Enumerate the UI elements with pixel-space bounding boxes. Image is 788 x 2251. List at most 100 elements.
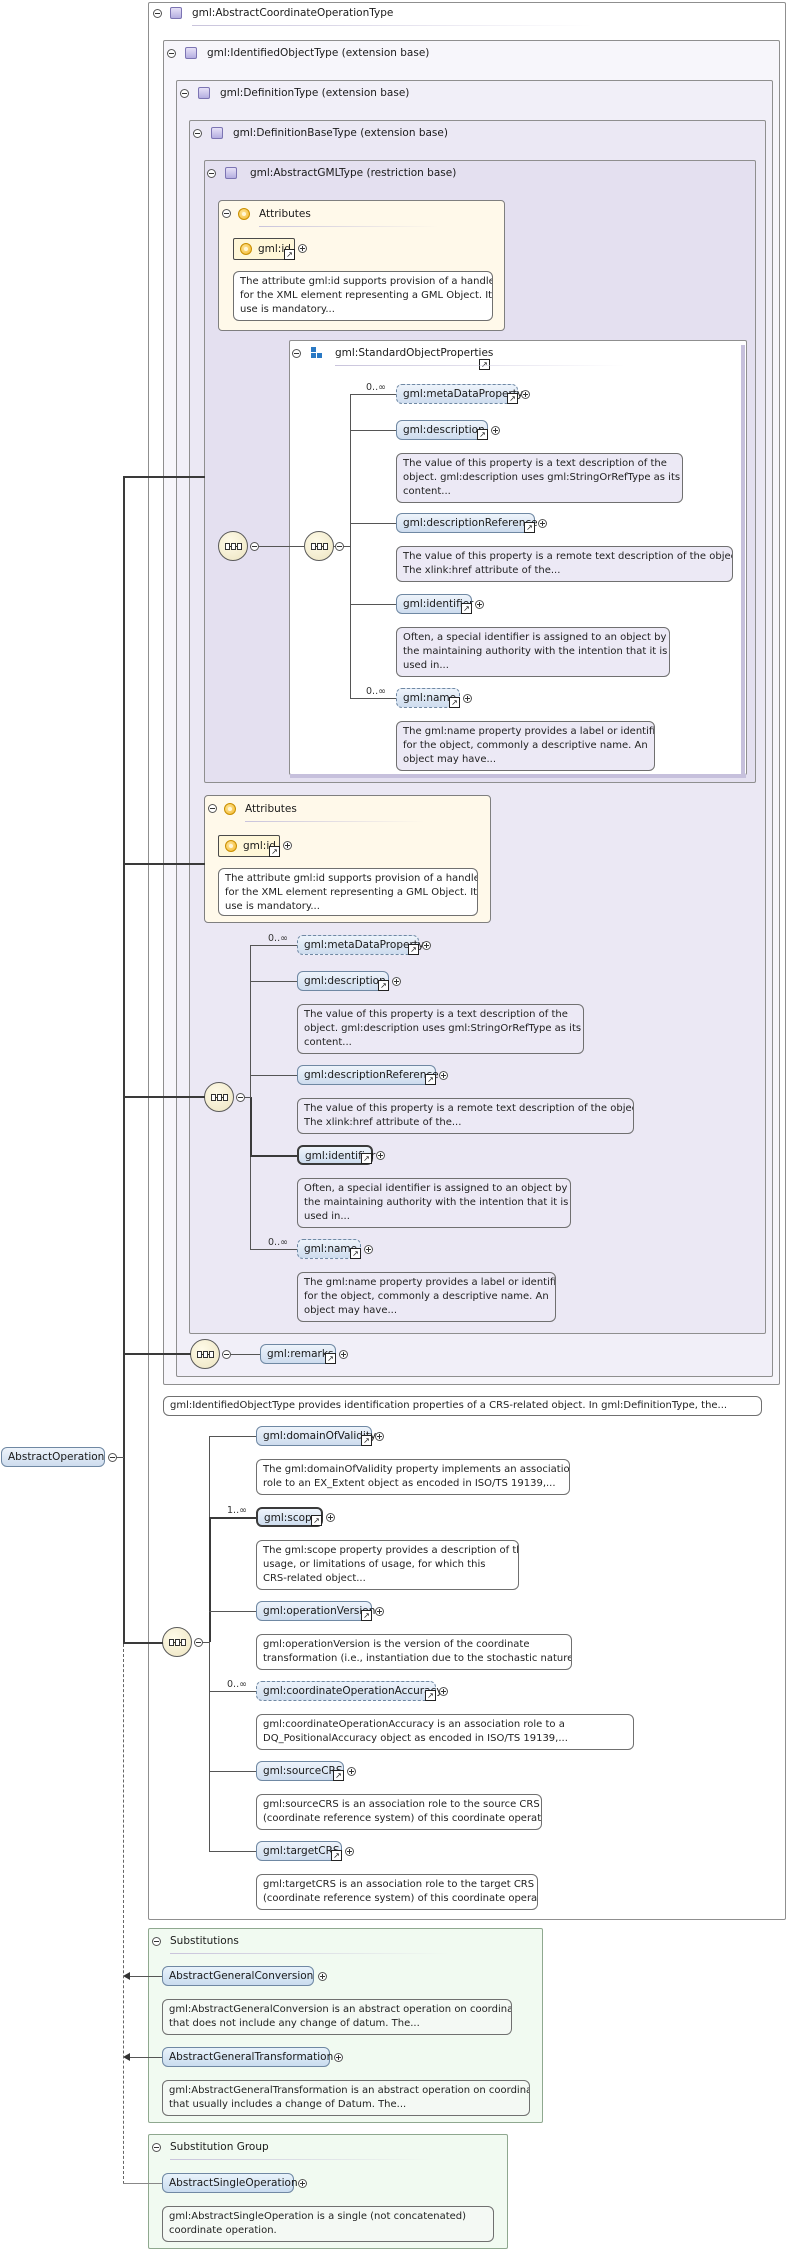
occurrence-label: 0..∞ <box>268 1237 288 1248</box>
expand-icon[interactable] <box>439 1071 448 1080</box>
element-doc: The gml:domainOfValidity property implem… <box>256 1459 570 1495</box>
element-operation-version[interactable]: gml:operationVersion <box>256 1601 375 1621</box>
type-icon <box>198 87 210 99</box>
collapse-icon[interactable] <box>222 209 231 218</box>
element-name[interactable]: gml:name <box>297 1239 361 1259</box>
pane-title: gml:IdentifiedObjectType (extension base… <box>207 47 430 59</box>
expand-icon[interactable] <box>318 1972 327 1981</box>
expand-icon[interactable] <box>491 426 500 435</box>
expand-icon[interactable] <box>283 841 292 850</box>
collapse-icon[interactable] <box>292 349 301 358</box>
expand-icon[interactable] <box>298 2179 307 2188</box>
pane-title: gml:AbstractCoordinateOperationType <box>192 7 394 19</box>
element-source-crs[interactable]: gml:sourceCRS <box>256 1761 344 1781</box>
sequence-icon[interactable] <box>190 1339 220 1369</box>
element-domain-of-validity[interactable]: gml:domainOfValidity <box>256 1426 376 1446</box>
expand-icon[interactable] <box>326 1513 335 1522</box>
collapse-icon[interactable] <box>108 1453 117 1462</box>
element-description[interactable]: gml:description <box>396 420 488 440</box>
arrow-icon <box>123 1972 130 1980</box>
collapse-icon[interactable] <box>193 129 202 138</box>
collapse-icon[interactable] <box>222 1350 231 1359</box>
attribute-gml-id[interactable]: gml:id <box>218 835 280 857</box>
expand-icon[interactable] <box>345 1847 354 1856</box>
element-doc: gml:sourceCRS is an association role to … <box>256 1794 542 1830</box>
expand-icon[interactable] <box>538 519 547 528</box>
sequence-icon[interactable] <box>218 531 248 561</box>
occurrence-label: 0..∞ <box>227 1679 247 1690</box>
expand-icon[interactable] <box>475 600 484 609</box>
collapse-icon[interactable] <box>180 89 189 98</box>
collapse-icon[interactable] <box>194 1638 203 1647</box>
substitution-abstract-general-transformation[interactable]: AbstractGeneralTransformation <box>162 2047 333 2067</box>
pane-title: gml:StandardObjectProperties <box>335 347 494 359</box>
element-doc: The value of this property is a remote t… <box>297 1098 634 1134</box>
collapse-icon[interactable] <box>153 9 162 18</box>
occurrence-label: 0..∞ <box>268 933 288 944</box>
collapse-icon[interactable] <box>250 542 259 551</box>
expand-icon[interactable] <box>439 1687 448 1696</box>
substitution-doc: gml:AbstractGeneralTransformation is an … <box>162 2080 530 2116</box>
sequence-icon[interactable] <box>304 531 334 561</box>
type-icon <box>170 7 182 19</box>
occurrence-label: 0..∞ <box>366 686 386 697</box>
expand-icon[interactable] <box>298 244 307 253</box>
reference-arrow-icon[interactable]: ↗ <box>479 359 490 370</box>
root-element-abstract-operation[interactable]: AbstractOperation <box>1 1447 105 1467</box>
attribute-icon <box>238 208 250 220</box>
attribute-icon <box>224 803 236 815</box>
collapse-icon[interactable] <box>152 1937 161 1946</box>
element-metadata-property[interactable]: gml:metaDataProperty <box>396 384 523 404</box>
attributes-title: Attributes <box>259 208 311 220</box>
collapse-icon[interactable] <box>207 169 216 178</box>
substitution-abstract-general-conversion[interactable]: AbstractGeneralConversion <box>162 1966 314 1986</box>
collapse-icon[interactable] <box>167 49 176 58</box>
element-identifier[interactable]: gml:identifier <box>396 594 473 614</box>
expand-icon[interactable] <box>392 977 401 986</box>
element-description-reference[interactable]: gml:descriptionReference <box>396 513 538 533</box>
pane-title: gml:DefinitionType (extension base) <box>220 87 410 99</box>
element-metadata-property[interactable]: gml:metaDataProperty <box>297 935 424 955</box>
expand-icon[interactable] <box>376 1151 385 1160</box>
attribute-icon <box>225 840 237 852</box>
arrow-icon <box>123 2053 130 2061</box>
type-icon <box>225 167 237 179</box>
element-identifier[interactable]: gml:identifier <box>297 1145 375 1165</box>
element-doc: gml:targetCRS is an association role to … <box>256 1874 538 1910</box>
element-target-crs[interactable]: gml:targetCRS <box>256 1841 342 1861</box>
sequence-icon[interactable] <box>162 1627 192 1657</box>
sequence-icon[interactable] <box>204 1082 234 1112</box>
collapse-icon[interactable] <box>335 542 344 551</box>
expand-icon[interactable] <box>463 694 472 703</box>
element-coordinate-operation-accuracy[interactable]: gml:coordinateOperationAccuracy <box>256 1681 443 1701</box>
attribute-label: gml:id <box>258 243 291 255</box>
collapse-icon[interactable] <box>208 804 217 813</box>
expand-icon[interactable] <box>422 941 431 950</box>
element-remarks[interactable]: gml:remarks <box>260 1344 336 1364</box>
attribute-icon <box>240 243 252 255</box>
expand-icon[interactable] <box>521 390 530 399</box>
element-doc: gml:coordinateOperationAccuracy is an as… <box>256 1714 634 1750</box>
expand-icon[interactable] <box>347 1767 356 1776</box>
attribute-gml-id[interactable]: gml:id <box>233 238 295 260</box>
element-description[interactable]: gml:description <box>297 971 389 991</box>
element-doc: The gml:name property provides a label o… <box>297 1272 556 1322</box>
element-doc: The value of this property is a remote t… <box>396 546 733 582</box>
identified-object-type-doc: gml:IdentifiedObjectType provides identi… <box>163 1396 762 1416</box>
substitution-group-doc: gml:AbstractSingleOperation is a single … <box>162 2206 494 2242</box>
collapse-icon[interactable] <box>236 1093 245 1102</box>
occurrence-label: 1..∞ <box>227 1505 247 1516</box>
expand-icon[interactable] <box>375 1432 384 1441</box>
substitutions-title: Substitutions <box>170 1935 239 1947</box>
element-name[interactable]: gml:name <box>396 688 460 708</box>
expand-icon[interactable] <box>334 2053 343 2062</box>
element-scope[interactable]: gml:scope <box>256 1507 323 1527</box>
element-description-reference[interactable]: gml:descriptionReference <box>297 1065 439 1085</box>
expand-icon[interactable] <box>339 1350 348 1359</box>
expand-icon[interactable] <box>364 1245 373 1254</box>
substitution-group-abstract-single-operation[interactable]: AbstractSingleOperation <box>162 2173 298 2193</box>
attributes-title: Attributes <box>245 803 297 815</box>
expand-icon[interactable] <box>375 1607 384 1616</box>
collapse-icon[interactable] <box>152 2143 161 2152</box>
